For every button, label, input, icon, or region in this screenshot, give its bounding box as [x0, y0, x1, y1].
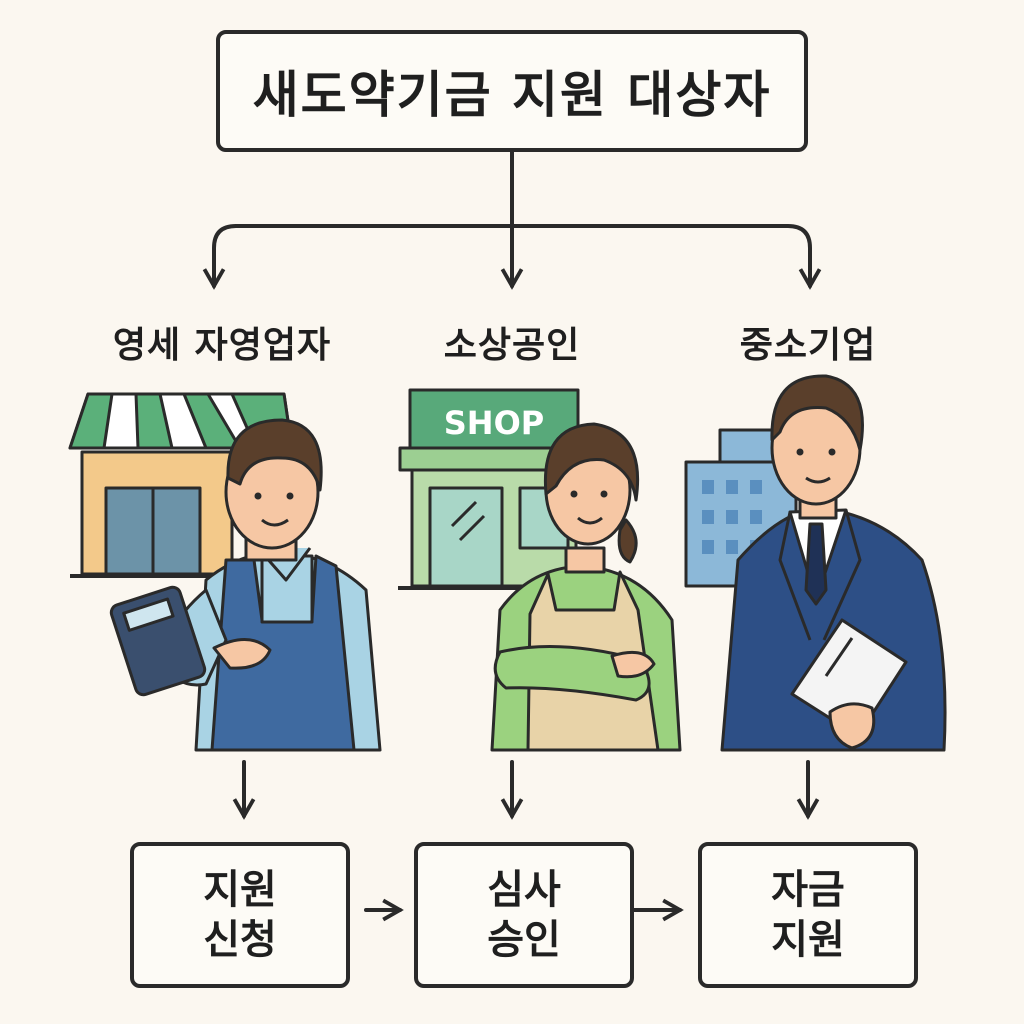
step-3-line-2: 지원 — [771, 917, 845, 963]
step-box-review: 심사 승인 — [414, 842, 634, 988]
title-box: 새도약기금 지원 대상자 — [216, 30, 808, 152]
diagram-title: 새도약기금 지원 대상자 — [252, 66, 772, 124]
category-label-merchant: 소상공인 — [443, 325, 581, 366]
branch-line-left — [234, 224, 812, 272]
title-connectors — [202, 150, 822, 290]
illustration-sme — [684, 374, 947, 752]
illustration-merchant: SHOP — [398, 388, 682, 752]
category-label-self-employed: 영세 자영업자 — [112, 325, 332, 366]
step-1-line-1: 지원 — [203, 867, 277, 913]
category-label-sme: 중소기업 — [739, 325, 877, 366]
calculator-icon — [109, 585, 207, 697]
shop-sign-text: SHOP — [444, 404, 544, 442]
step-box-apply: 지원 신청 — [130, 842, 350, 988]
illustration-self-employed — [68, 392, 382, 752]
step-3-line-1: 자금 — [771, 867, 845, 913]
step-1-line-2: 신청 — [203, 917, 277, 963]
step-connectors — [232, 760, 820, 922]
store-awning-icon — [68, 392, 294, 578]
step-2-line-2: 승인 — [487, 917, 561, 963]
step-2-line-1: 심사 — [487, 867, 561, 913]
step-box-funding: 자금 지원 — [698, 842, 918, 988]
